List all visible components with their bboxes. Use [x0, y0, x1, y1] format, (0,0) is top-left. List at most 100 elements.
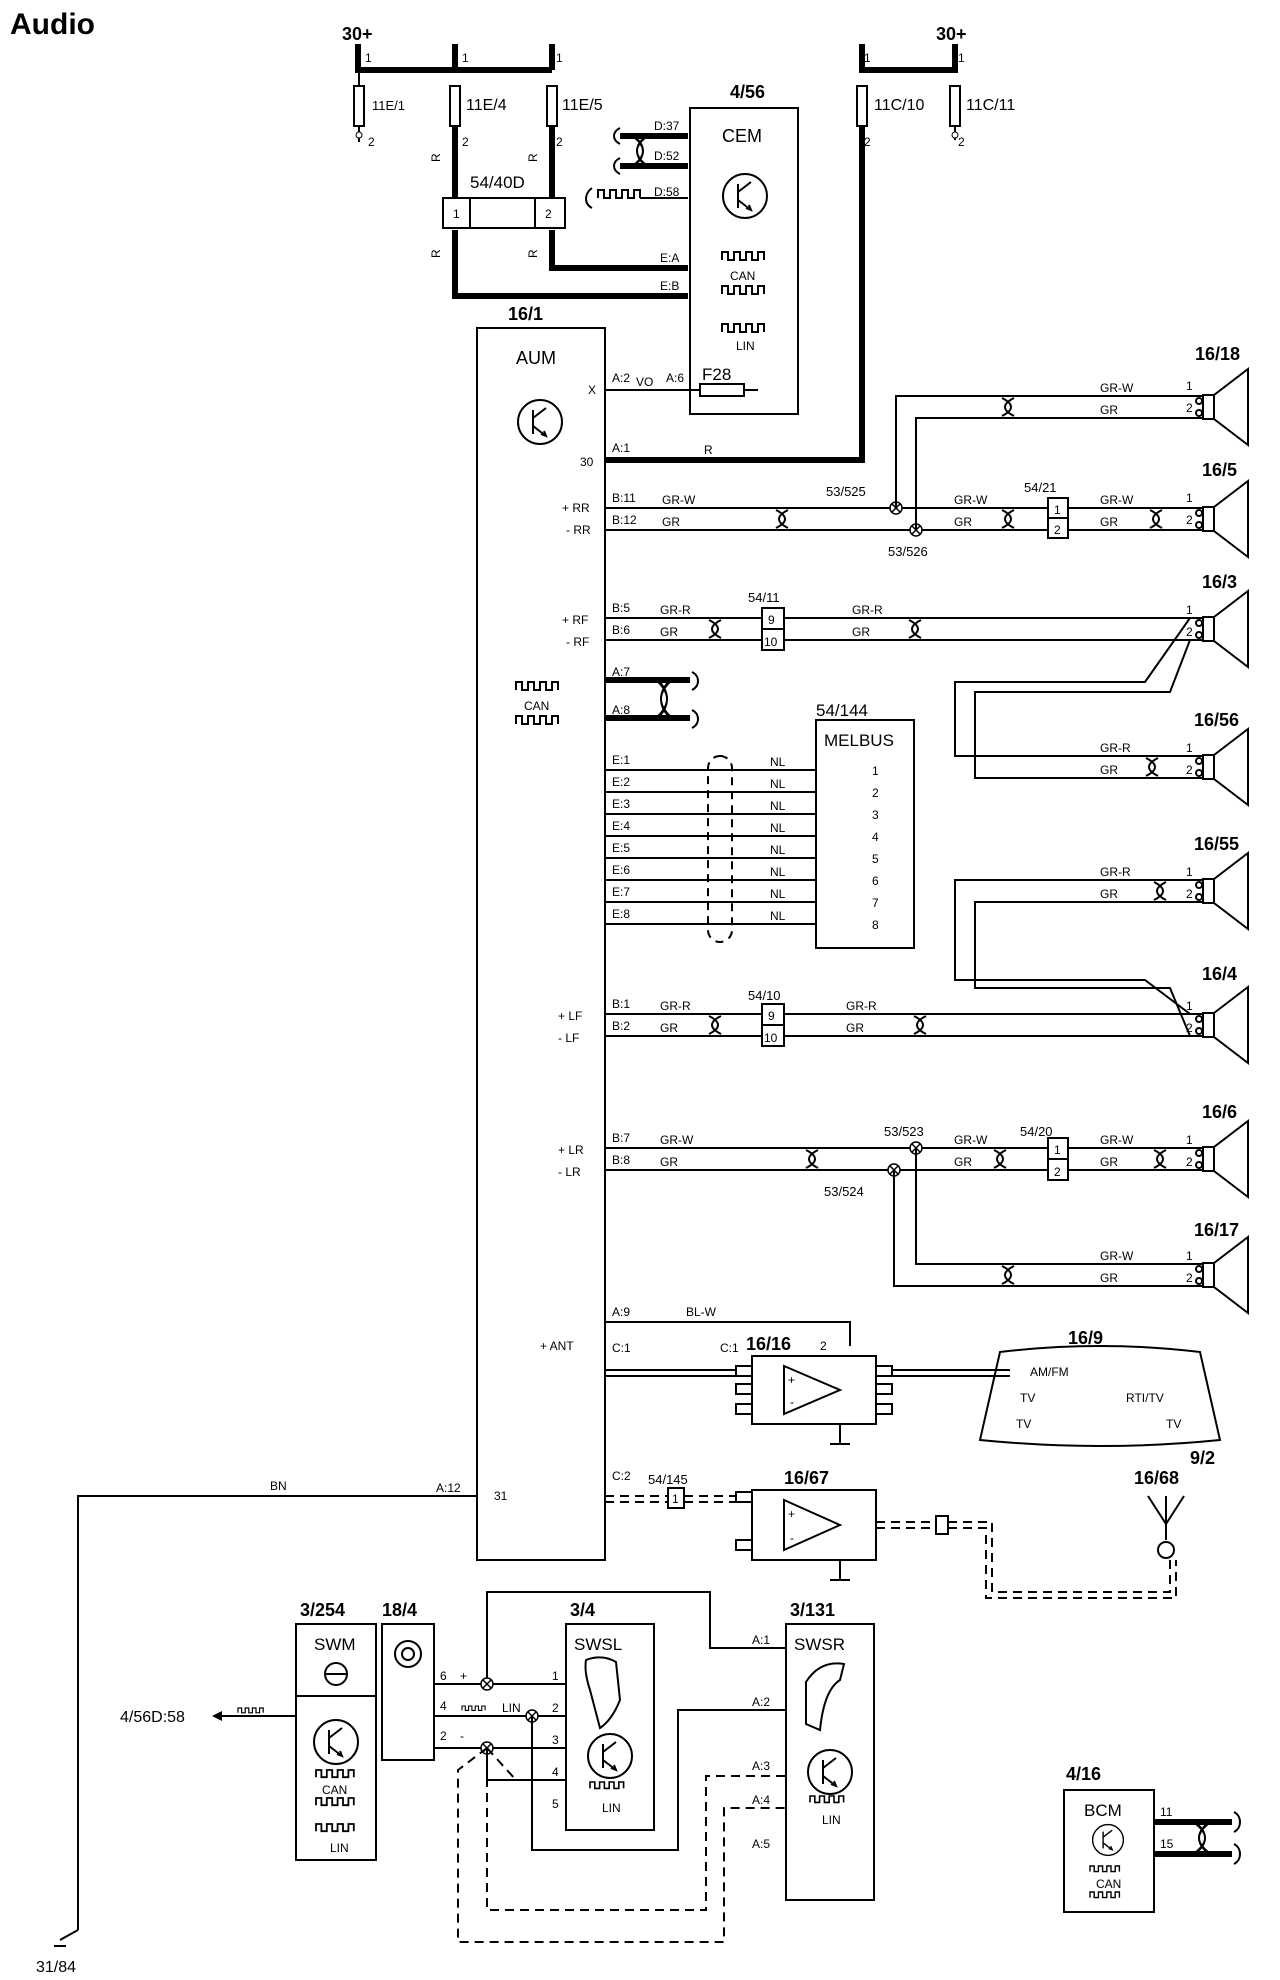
svg-text:2: 2: [1186, 625, 1193, 639]
svg-text:GR: GR: [852, 625, 870, 639]
svg-text:GR-W: GR-W: [1100, 381, 1134, 395]
svg-text:2: 2: [1186, 1021, 1193, 1035]
svg-text:1: 1: [1054, 503, 1061, 517]
svg-text:1: 1: [1186, 741, 1193, 755]
svg-text:A:1: A:1: [752, 1633, 770, 1647]
svg-text:NL: NL: [770, 865, 786, 879]
svg-text:54/145: 54/145: [648, 1472, 688, 1487]
svg-text:+ LF: + LF: [558, 1009, 582, 1023]
svg-text:A:6: A:6: [666, 371, 684, 385]
svg-text:2: 2: [1186, 763, 1193, 777]
svg-text:1: 1: [1186, 379, 1193, 393]
aum-id: 16/1: [508, 304, 543, 324]
svg-text:16/17: 16/17: [1194, 1220, 1239, 1240]
svg-text:2: 2: [440, 1729, 447, 1743]
svg-text:SWSL: SWSL: [574, 1635, 622, 1654]
svg-text:A:4: A:4: [752, 1793, 770, 1807]
svg-text:9/2: 9/2: [1190, 1448, 1215, 1468]
svg-text:VO: VO: [636, 375, 653, 389]
svg-text:BCM: BCM: [1084, 1801, 1122, 1820]
svg-text:1: 1: [365, 51, 372, 65]
svg-text:CAN: CAN: [1096, 1877, 1121, 1891]
svg-text:NL: NL: [770, 799, 786, 813]
svg-text:1: 1: [1186, 865, 1193, 879]
svg-text:2: 2: [556, 135, 563, 149]
svg-text:C:1: C:1: [720, 1341, 739, 1355]
cem-name: CEM: [722, 126, 762, 146]
svg-text:E:4: E:4: [612, 819, 630, 833]
connector-54-21: 54/21 12: [1024, 480, 1069, 539]
svg-text:2: 2: [820, 1339, 827, 1353]
svg-text:GR-W: GR-W: [954, 1133, 988, 1147]
svg-text:1: 1: [864, 51, 871, 65]
speaker-16-56: 16/56: [1194, 710, 1249, 806]
svg-text:2: 2: [872, 786, 879, 800]
svg-text:+: +: [788, 1373, 795, 1387]
svg-text:GR-W: GR-W: [660, 1133, 694, 1147]
svg-text:16/9: 16/9: [1068, 1328, 1103, 1348]
svg-text:E:6: E:6: [612, 863, 630, 877]
svg-text:18/4: 18/4: [382, 1600, 417, 1620]
svg-text:B:7: B:7: [612, 1131, 630, 1145]
svg-text:10: 10: [764, 635, 778, 649]
svg-text:2: 2: [864, 135, 871, 149]
svg-text:NL: NL: [770, 777, 786, 791]
connector-54-40d: 54/40D 1 2: [442, 173, 566, 229]
svg-text:2: 2: [545, 207, 552, 221]
swm-module: 3/254 SWM CAN LIN 7: [295, 1600, 389, 1861]
svg-text:GR-W: GR-W: [1100, 1249, 1134, 1263]
svg-text:GR-W: GR-W: [1100, 493, 1134, 507]
svg-text:LIN: LIN: [502, 1701, 521, 1715]
connector-54-20: 54/20 12: [1020, 1124, 1069, 1181]
svg-text:E:B: E:B: [660, 279, 679, 293]
svg-text:-: -: [790, 1531, 794, 1545]
svg-text:10: 10: [764, 1031, 778, 1045]
connector-54-11: 54/11 910: [748, 590, 785, 651]
fuse-11e-4: 11E/4: [449, 85, 507, 127]
svg-text:1: 1: [1186, 603, 1193, 617]
svg-text:1: 1: [1186, 999, 1193, 1013]
fuse-f28-label: F28: [702, 365, 731, 384]
svg-text:3/254: 3/254: [300, 1600, 345, 1620]
svg-text:SWM: SWM: [314, 1635, 356, 1654]
svg-text:11C/10: 11C/10: [874, 97, 925, 114]
diagram-title: Audio: [10, 8, 95, 41]
svg-text:16/68: 16/68: [1134, 1468, 1179, 1488]
svg-text:2: 2: [462, 135, 469, 149]
svg-text:NL: NL: [770, 821, 786, 835]
svg-text:E:1: E:1: [612, 753, 630, 767]
svg-text:1: 1: [672, 1492, 679, 1506]
svg-text:NL: NL: [770, 909, 786, 923]
melbus-id: 54/144: [816, 701, 868, 720]
svg-text:GR: GR: [1100, 515, 1118, 529]
svg-text:1: 1: [552, 1669, 559, 1683]
svg-text:RTI/TV: RTI/TV: [1126, 1391, 1164, 1405]
svg-text:11: 11: [1160, 1805, 1173, 1819]
svg-text:E:8: E:8: [612, 907, 630, 921]
svg-text:5: 5: [872, 852, 879, 866]
svg-text:E:2: E:2: [612, 775, 630, 789]
aum-transistor-icon: [517, 399, 563, 445]
svg-text:GR: GR: [662, 515, 680, 529]
svg-text:11E/4: 11E/4: [466, 97, 507, 114]
svg-text:4: 4: [440, 1699, 447, 1713]
ground-label: 31/84: [36, 1959, 76, 1976]
svg-text:5: 5: [552, 1797, 559, 1811]
svg-text:B:1: B:1: [612, 997, 630, 1011]
svg-text:16/6: 16/6: [1202, 1102, 1237, 1122]
amplifier-16-16: 16/16 2 +-: [735, 1334, 893, 1445]
aum-name: AUM: [516, 348, 556, 368]
svg-text:53/526: 53/526: [888, 544, 928, 559]
svg-text:+: +: [460, 1669, 467, 1683]
svg-text:E:5: E:5: [612, 841, 630, 855]
swsr-module: 3/131 SWSR LIN: [785, 1600, 875, 1901]
svg-text:GR: GR: [660, 1021, 678, 1035]
svg-text:16/55: 16/55: [1194, 834, 1239, 854]
supply-label-left: 30+: [342, 24, 373, 44]
svg-text:3/4: 3/4: [570, 1600, 595, 1620]
svg-text:TV: TV: [1016, 1417, 1031, 1431]
svg-text:15: 15: [1160, 1837, 1174, 1851]
svg-text:A:3: A:3: [752, 1759, 770, 1773]
svg-text:3/131: 3/131: [790, 1600, 835, 1620]
svg-text:B:12: B:12: [612, 513, 637, 527]
